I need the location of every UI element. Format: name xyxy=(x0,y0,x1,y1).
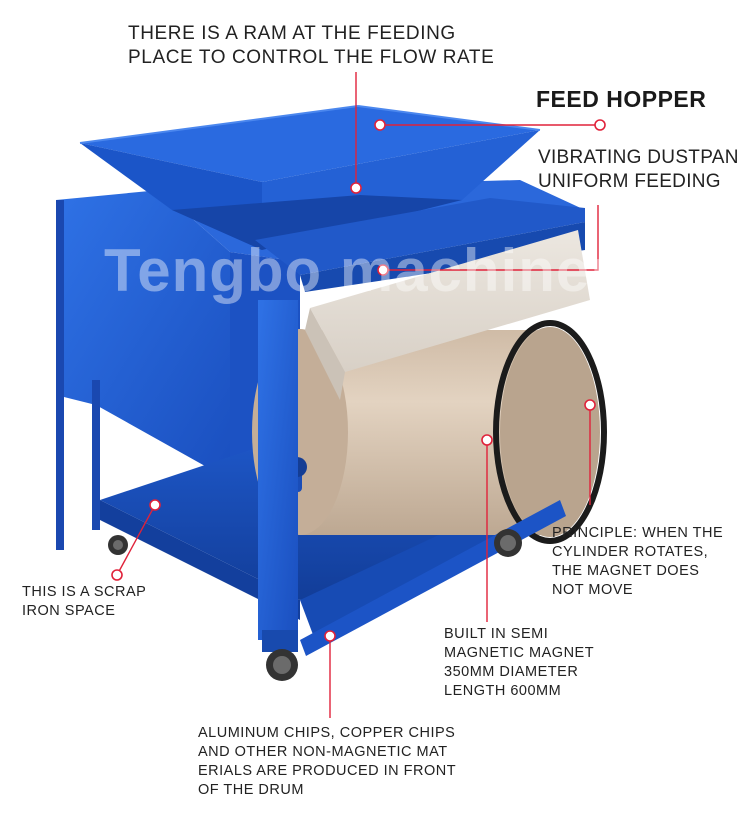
principle-label: PRINCIPLE: WHEN THE CYLINDER ROTATES, TH… xyxy=(552,524,723,600)
callout-dot-magnet xyxy=(481,434,493,446)
scrap-label-line: IRON SPACE xyxy=(22,603,116,619)
dustpan-label: VIBRATING DUSTPAN UNIFORM FEEDING xyxy=(538,146,739,194)
caster-wheels xyxy=(108,529,522,681)
magnet-label-line: MAGNETIC MAGNET xyxy=(444,645,595,661)
magnet-label-line: 350MM DIAMETER xyxy=(444,664,579,680)
principle-label-line: THE MAGNET DOES xyxy=(552,563,700,579)
dustpan-label-line: UNIFORM FEEDING xyxy=(538,171,721,192)
nonmagnetic-label-line: AND OTHER NON-MAGNETIC MAT xyxy=(198,744,448,760)
nonmagnetic-label-line: OF THE DRUM xyxy=(198,782,304,798)
magnet-label-line: BUILT IN SEMI xyxy=(444,626,549,642)
callout-dots xyxy=(111,119,606,642)
ram-label-line: PLACE TO CONTROL THE FLOW RATE xyxy=(128,47,495,68)
callout-dot-hopper xyxy=(374,119,386,131)
vibrating-dustpan xyxy=(255,198,585,292)
feed-hopper-label: FEED HOPPER xyxy=(536,86,707,112)
callout-dot-hopper-end xyxy=(594,119,606,131)
principle-label-line: PRINCIPLE: WHEN THE xyxy=(552,525,724,541)
callout-dot-ram xyxy=(350,182,362,194)
principle-label-line: NOT MOVE xyxy=(552,582,634,598)
callout-lines xyxy=(116,72,600,718)
dustpan-label-line: VIBRATING DUSTPAN xyxy=(538,147,739,168)
callout-dot-scrap-end xyxy=(111,569,123,581)
nonmagnetic-label-line: ALUMINUM CHIPS, COPPER CHIPS xyxy=(198,725,456,741)
callout-dot-dustpan xyxy=(377,264,389,276)
ram-label: THERE IS A RAM AT THE FEEDING PLACE TO C… xyxy=(128,22,494,70)
drum-cover xyxy=(305,230,590,400)
principle-label-line: CYLINDER ROTATES, xyxy=(552,544,709,560)
magnet-label-line: LENGTH 600MM xyxy=(444,683,562,699)
ram-label-line: THERE IS A RAM AT THE FEEDING xyxy=(128,23,456,44)
scrap-label: THIS IS A SCRAP IRON SPACE xyxy=(22,583,146,621)
watermark-logo: Tengbo machinery xyxy=(104,237,649,304)
scrap-label-line: THIS IS A SCRAP xyxy=(22,584,147,600)
callout-dot-scrap xyxy=(149,499,161,511)
magnet-label: BUILT IN SEMI MAGNETIC MAGNET 350MM DIAM… xyxy=(444,625,594,701)
callout-dot-drum-edge xyxy=(584,399,596,411)
nonmagnetic-label: ALUMINUM CHIPS, COPPER CHIPS AND OTHER N… xyxy=(198,724,456,800)
nonmagnetic-label-line: ERIALS ARE PRODUCED IN FRONT xyxy=(198,763,457,779)
callout-dot-output xyxy=(324,630,336,642)
